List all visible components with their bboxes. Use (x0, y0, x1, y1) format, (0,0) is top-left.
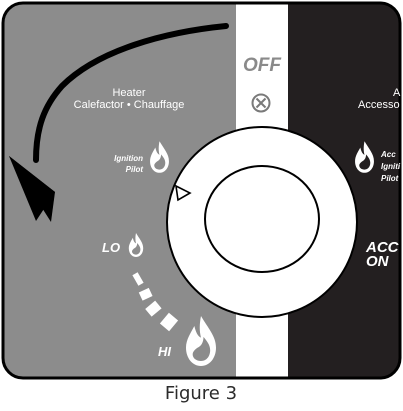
accessory-label-translations: Accesso (358, 99, 400, 111)
pointer-triangle-icon (174, 184, 192, 202)
acc-pilot-label: Acc (380, 150, 396, 159)
ignition-pilot-label: Ignition (114, 154, 143, 163)
ignition-pilot-label-line2: Pilot (126, 165, 144, 174)
off-symbol-icon (251, 93, 271, 113)
knob-center[interactable] (204, 165, 320, 273)
accessory-label: A (393, 87, 401, 99)
acc-pilot-label-line3: Pilot (381, 174, 399, 183)
heater-label: Heater (112, 87, 145, 99)
flame-level-scale (132, 272, 179, 332)
curved-arrow-icon (9, 23, 229, 222)
acc-on-label: ACC (365, 239, 400, 256)
acc-on-label-line2: ON (366, 253, 390, 270)
acc-pilot-label-line2: Igniti (381, 162, 401, 171)
heater-label-translations: Calefactor • Chauffage (74, 99, 185, 111)
lo-label: LO (102, 240, 120, 255)
hi-label: HI (158, 344, 171, 359)
panel-border (1, 1, 402, 380)
control-knob[interactable] (166, 126, 358, 318)
figure-caption: Figure 3 (165, 383, 237, 404)
off-label: OFF (243, 55, 282, 76)
